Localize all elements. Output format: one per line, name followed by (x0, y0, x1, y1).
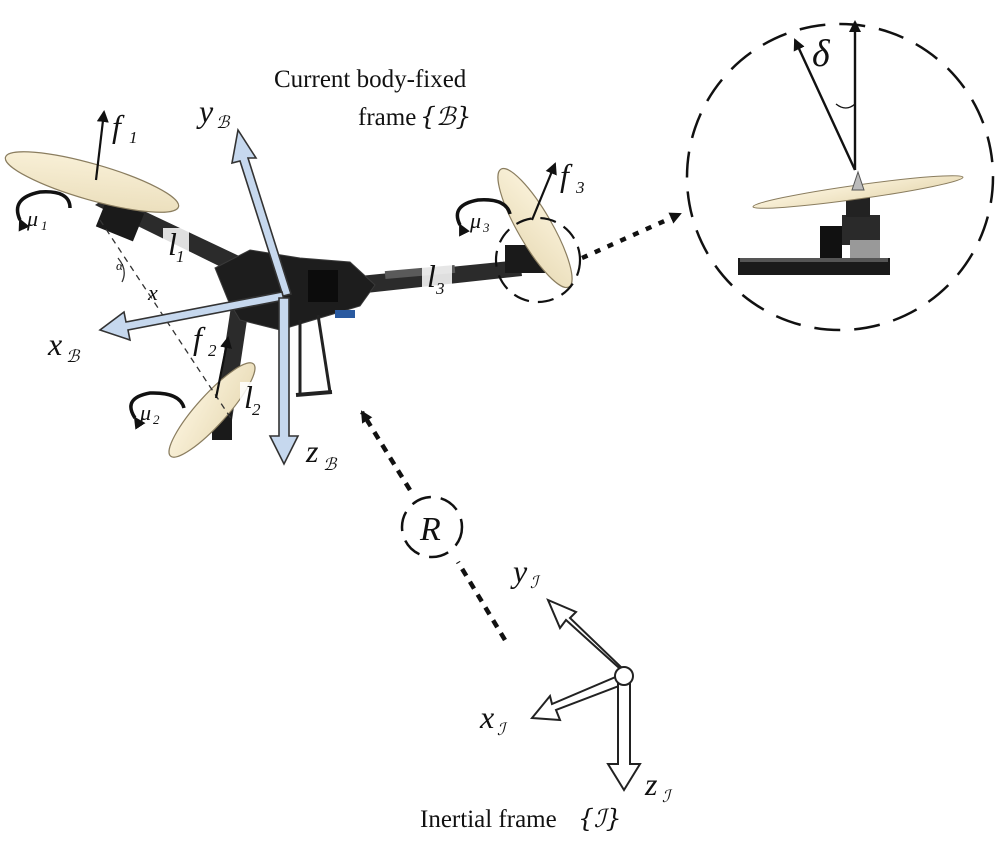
f1-label: f (112, 108, 125, 144)
zI-subscript: ℐ (662, 787, 673, 807)
body-frame-axes (98, 127, 300, 466)
thrust-arrows (94, 110, 557, 399)
detail-circle (685, 22, 995, 332)
drone-body (4, 151, 573, 458)
yB-subscript: ℬ (216, 113, 231, 133)
x-distance-label: x (147, 280, 158, 305)
mu1-subscript: 1 (41, 218, 48, 233)
rotation-link (360, 410, 507, 642)
zB-subscript: ℬ (323, 455, 338, 475)
l2-label: l (244, 379, 253, 415)
mu3-label: μ (469, 208, 481, 233)
mu2-subscript: 2 (153, 412, 160, 427)
f2-label: f (193, 320, 206, 356)
R-circle (400, 495, 464, 559)
xI-axis (530, 674, 626, 722)
l3-label: l (427, 258, 436, 294)
body-frame-caption-2: frame (358, 104, 416, 131)
xB-axis (98, 291, 285, 342)
l3-subscript: 3 (435, 279, 445, 298)
zB-axis (268, 297, 300, 466)
inertial-frame-set: {ℐ} (578, 804, 622, 833)
yI-axis (546, 598, 629, 677)
body-frame-set: {ℬ} (420, 102, 471, 131)
f3-subscript: 3 (575, 178, 585, 197)
zI-label: z (644, 766, 658, 802)
zB-label: z (305, 433, 319, 469)
xI-label: x (479, 699, 494, 735)
rotation-R-label: R (419, 511, 441, 548)
mu1-label: μ (26, 206, 38, 231)
zI-axis (606, 675, 642, 792)
body-frame-caption: Current body-fixed (274, 66, 467, 93)
f2-subscript: 2 (208, 341, 217, 360)
xB-subscript: ℬ (66, 347, 81, 367)
xI-subscript: ℐ (497, 720, 508, 740)
f3-label: f (560, 157, 573, 193)
f1-subscript: 1 (129, 128, 138, 147)
propeller-2 (168, 362, 256, 458)
mu3-subscript: 3 (482, 220, 490, 235)
l1-label: l (168, 226, 177, 262)
alpha-mark: α (116, 258, 124, 273)
l2-subscript: 2 (252, 400, 261, 419)
motor-tilt-detail (494, 20, 995, 332)
moment-arrows (15, 190, 512, 430)
yI-subscript: ℐ (530, 573, 541, 593)
yB-label: y (196, 93, 214, 129)
inertial-frame-caption: Inertial frame (420, 806, 557, 833)
mu2-label: μ (139, 400, 151, 425)
yB-axis (230, 127, 293, 297)
tilt-delta-label: δ (812, 33, 831, 75)
yI-label: y (510, 553, 528, 589)
xB-label: x (47, 326, 62, 362)
inertial-frame-axes (530, 598, 642, 792)
l1-subscript: 1 (176, 247, 185, 266)
